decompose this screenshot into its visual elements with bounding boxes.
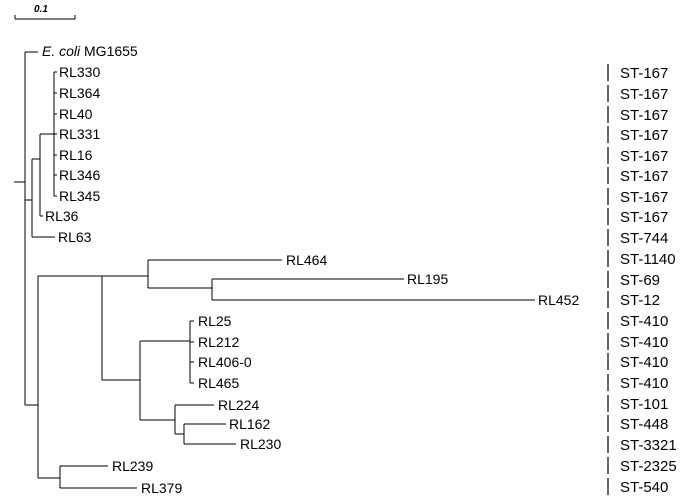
st-label: ST-12 <box>620 292 660 309</box>
root-taxon-genus: E. coli <box>42 43 81 59</box>
taxon-label: RL224 <box>218 397 259 413</box>
st-label: ST-410 <box>620 375 668 392</box>
tree-branches <box>14 51 535 489</box>
scale-bar: 0.1 <box>14 4 76 20</box>
taxon-label: RL345 <box>59 188 100 204</box>
st-label: ST-540 <box>620 479 668 496</box>
taxon-label: RL195 <box>407 271 448 287</box>
taxon-label: RL330 <box>59 64 100 80</box>
st-label: ST-167 <box>620 189 668 206</box>
taxon-label: RL16 <box>59 147 93 163</box>
taxon-label: RL346 <box>59 167 100 183</box>
st-label: ST-2325 <box>620 458 677 475</box>
st-column: ST-167 ST-167 ST-167 ST-167 ST-167 ST-16… <box>607 64 677 496</box>
st-label: ST-167 <box>620 148 668 165</box>
st-label: ST-410 <box>620 334 668 351</box>
taxon-label: RL452 <box>538 292 579 308</box>
taxon-label: RL230 <box>240 436 281 452</box>
st-label: ST-448 <box>620 416 668 433</box>
taxon-label: RL162 <box>229 416 270 432</box>
st-label: ST-167 <box>620 127 668 144</box>
st-label: ST-410 <box>620 354 668 371</box>
st-label: ST-167 <box>620 107 668 124</box>
taxon-label: RL40 <box>59 106 93 122</box>
taxon-label: RL36 <box>45 208 79 224</box>
root-taxon-strain: MG1655 <box>80 43 138 59</box>
st-label: ST-101 <box>620 396 668 413</box>
taxon-label: RL406-0 <box>198 354 252 370</box>
root-taxon-label: E. coli MG1655 <box>42 43 138 59</box>
taxon-label: RL25 <box>198 313 232 329</box>
taxon-label: RL464 <box>286 252 327 268</box>
st-label: ST-410 <box>620 313 668 330</box>
taxon-label: RL364 <box>59 85 100 101</box>
scale-bar-label: 0.1 <box>34 4 48 15</box>
st-label: ST-3321 <box>620 437 677 454</box>
st-label: ST-167 <box>620 86 668 103</box>
taxon-label: RL379 <box>141 480 182 496</box>
st-label: ST-167 <box>620 65 668 82</box>
st-label: ST-167 <box>620 209 668 226</box>
taxon-labels: RL330 RL364 RL40 RL331 RL16 RL346 RL345 … <box>45 64 579 496</box>
taxon-label: RL465 <box>198 375 239 391</box>
taxon-label: RL212 <box>198 334 239 350</box>
st-label: ST-1140 <box>620 251 676 268</box>
st-label: ST-69 <box>620 272 660 289</box>
taxon-label: RL239 <box>112 458 153 474</box>
taxon-label: RL331 <box>59 126 100 142</box>
taxon-label: RL63 <box>58 229 92 245</box>
st-label: ST-744 <box>620 230 668 247</box>
st-label: ST-167 <box>620 168 668 185</box>
